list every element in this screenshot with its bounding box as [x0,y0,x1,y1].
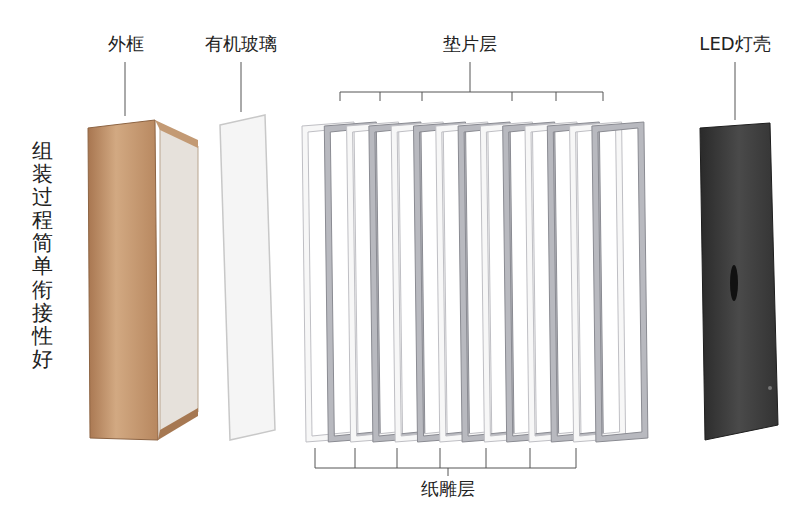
outer-frame [88,120,198,440]
layer-frames [302,122,648,442]
part-label: 外框 [108,33,144,55]
part-label: LED灯壳 [699,33,770,55]
acrylic-sheet [220,115,275,440]
leader-lines [125,62,735,476]
part-label: 垫片层 [443,33,497,55]
led-shell [700,123,778,440]
part-label: 纸雕层 [421,478,475,500]
part-label: 有机玻璃 [205,33,277,55]
layer-frame [592,122,648,442]
slogan-text: 组装过程简单 衔接性好 [32,140,53,371]
